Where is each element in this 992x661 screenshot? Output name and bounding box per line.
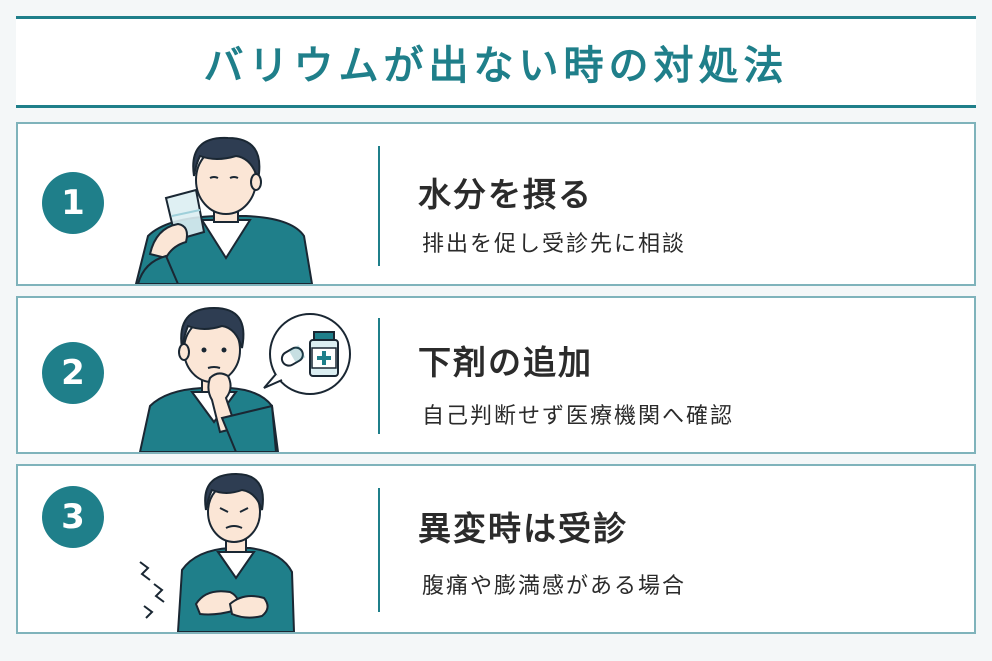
step-description-2: 自己判断せず医療機関へ確認 xyxy=(422,404,735,429)
divider xyxy=(378,318,380,434)
step-description-3: 腹痛や膨満感がある場合 xyxy=(422,574,687,599)
divider xyxy=(378,146,380,266)
step-description-1: 排出を促し受診先に相談 xyxy=(422,232,687,257)
step-heading-1: 水分を摂る xyxy=(418,175,593,214)
divider xyxy=(378,488,380,612)
man-stomach-pain-icon xyxy=(139,472,296,632)
title-banner: バリウムが出ない時の対処法 xyxy=(16,16,976,108)
page-title: バリウムが出ない時の対処法 xyxy=(203,43,789,89)
step-card-3: 3 異変時は受診 腹痛や膨満感がある場合 xyxy=(16,464,976,634)
man-thinking-medicine-icon xyxy=(138,306,351,452)
step-heading-2: 下剤の追加 xyxy=(418,343,593,382)
step-card-1: 1 水分を摂る 排出を促し受診先に相談 xyxy=(16,122,976,286)
step-card-2: 2 下剤の追加 自己判断せず医療機関へ確認 xyxy=(16,296,976,454)
step-number-2: 2 xyxy=(42,342,104,404)
step-heading-3: 異変時は受診 xyxy=(418,509,628,548)
step-number-1: 1 xyxy=(42,172,104,234)
man-drinking-water-icon xyxy=(134,136,314,284)
step-number-3: 3 xyxy=(42,486,104,548)
